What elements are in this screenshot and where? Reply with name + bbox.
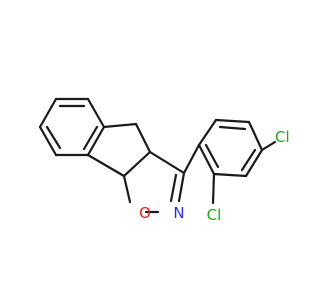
bond bbox=[148, 150, 186, 175]
bond bbox=[122, 150, 152, 178]
structure-canvas: O N Cl Cl bbox=[38, 97, 290, 224]
bond bbox=[45, 125, 62, 150]
bond bbox=[240, 148, 257, 172]
bond bbox=[204, 143, 220, 169]
nitrogen-label: N bbox=[173, 204, 184, 222]
bond bbox=[182, 143, 201, 175]
bond bbox=[177, 171, 186, 203]
bond bbox=[82, 125, 99, 151]
bond bbox=[38, 125, 58, 157]
molecule-diagram: O N Cl Cl bbox=[38, 97, 290, 224]
bond bbox=[244, 148, 264, 178]
bond bbox=[218, 125, 247, 131]
chlorine-label-ortho: Cl bbox=[207, 206, 222, 224]
bond bbox=[122, 174, 132, 204]
atom-labels: O N Cl Cl bbox=[139, 128, 290, 224]
bond bbox=[214, 118, 251, 124]
bond bbox=[102, 122, 138, 129]
bond-lines bbox=[38, 97, 277, 214]
bond bbox=[197, 143, 216, 176]
bond bbox=[38, 97, 58, 129]
bond bbox=[260, 140, 277, 152]
bond bbox=[86, 125, 106, 157]
bond bbox=[247, 120, 264, 152]
bond bbox=[86, 153, 126, 178]
bond bbox=[197, 118, 218, 147]
bond bbox=[212, 172, 248, 178]
bond bbox=[169, 173, 178, 203]
oxygen-label: O bbox=[139, 204, 151, 222]
bond bbox=[211, 172, 216, 205]
chlorine-label-para: Cl bbox=[275, 128, 290, 146]
bond bbox=[134, 122, 152, 154]
bond bbox=[86, 97, 106, 129]
